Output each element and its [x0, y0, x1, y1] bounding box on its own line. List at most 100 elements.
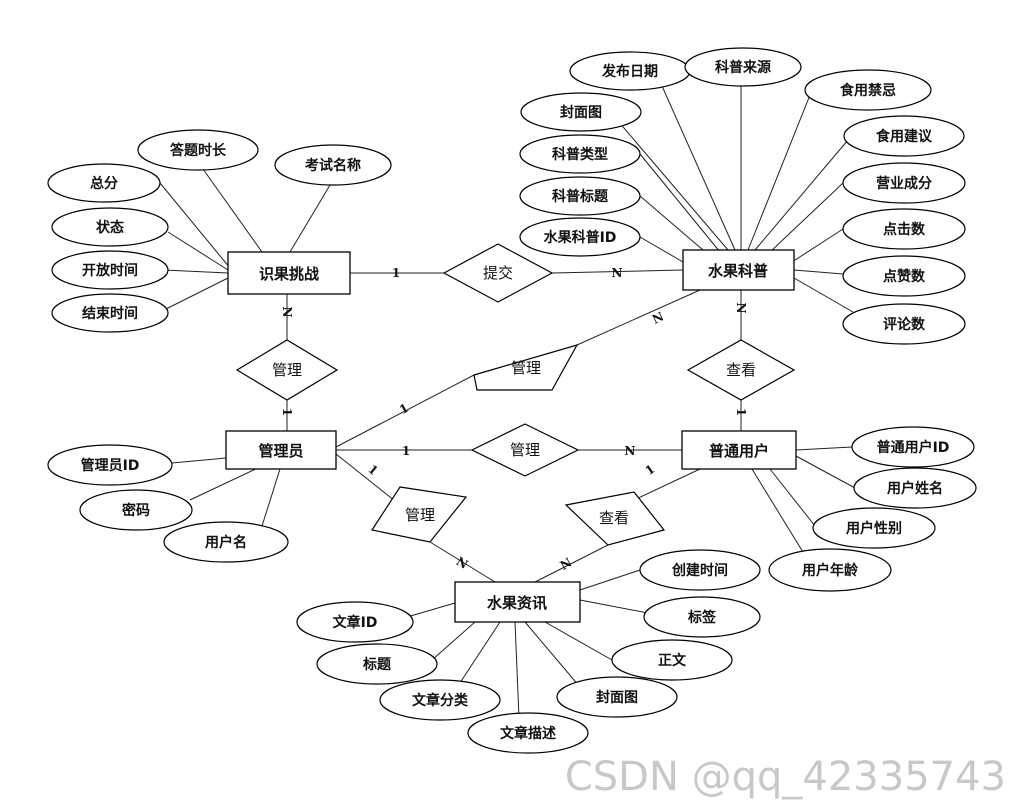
rel-manage-challenge-label: 管理 — [272, 361, 302, 379]
attr-create-time[interactable]: 创建时间 — [639, 549, 761, 591]
attr-title-label: 标题 — [362, 656, 392, 673]
rel-view-science[interactable]: 查看 — [686, 339, 796, 401]
entity-fruit-science[interactable]: 水果科普 — [682, 249, 795, 291]
attr-cover-image-science-label: 封面图 — [560, 104, 602, 121]
card-view-news-end: N — [558, 555, 575, 573]
card-manage-user-end: N — [625, 444, 636, 458]
entity-fruit-news-label: 水果资讯 — [487, 594, 547, 612]
entity-user-label: 普通用户 — [709, 442, 769, 460]
rel-manage-science-label: 管理 — [511, 359, 541, 377]
attr-food-taboo-label: 食用禁忌 — [840, 82, 896, 99]
attr-end-time[interactable]: 结束时间 — [51, 293, 169, 333]
attr-user-name[interactable]: 用户姓名 — [853, 467, 977, 509]
attr-user-age[interactable]: 用户年龄 — [768, 548, 892, 592]
attr-admin-id[interactable]: 管理员ID — [47, 444, 173, 486]
card-admin-manage-user: 1 — [402, 444, 410, 458]
entity-admin[interactable]: 管理员 — [225, 430, 337, 470]
card-manage-news-end: N — [454, 554, 471, 572]
attr-cover-image-news-label: 封面图 — [596, 689, 638, 706]
attr-admin-id-label: 管理员ID — [81, 457, 140, 474]
rel-manage-user-label: 管理 — [510, 441, 540, 459]
attr-tag[interactable]: 标签 — [643, 596, 761, 638]
attr-exam-name-label: 考试名称 — [305, 157, 361, 174]
attr-article-id[interactable]: 文章ID — [296, 601, 414, 643]
attr-science-type[interactable]: 科普类型 — [519, 134, 641, 174]
attr-science-title-label: 科普标题 — [552, 188, 609, 205]
attr-user-id-label: 普通用户ID — [877, 439, 950, 456]
attr-comment-count-label: 评论数 — [883, 316, 926, 333]
attr-click-count[interactable]: 点击数 — [842, 208, 966, 250]
attr-science-id[interactable]: 水果科普ID — [519, 217, 641, 257]
rel-view-news[interactable]: 查看 — [564, 491, 666, 546]
card-science-view: N — [734, 303, 748, 314]
entity-challenge-label: 识果挑战 — [259, 265, 319, 283]
attr-food-advice-label: 食用建议 — [876, 128, 933, 145]
rel-view-science-label: 查看 — [726, 361, 756, 379]
attr-article-desc-label: 文章描述 — [500, 725, 556, 742]
attr-nutrition[interactable]: 营业成分 — [842, 162, 966, 204]
card-submit-science: N — [612, 266, 623, 280]
attr-cover-image-science[interactable]: 封面图 — [520, 92, 642, 132]
entity-fruit-news[interactable]: 水果资讯 — [454, 581, 581, 623]
card-challenge-submit: 1 — [392, 266, 400, 280]
rel-manage-science[interactable]: 管理 — [473, 344, 579, 391]
attr-science-source-label: 科普来源 — [715, 59, 771, 76]
attr-article-id-label: 文章ID — [333, 614, 378, 631]
card-challenge-manage: N — [280, 307, 294, 318]
entity-challenge[interactable]: 识果挑战 — [227, 251, 351, 295]
attr-user-gender[interactable]: 用户性别 — [812, 507, 936, 549]
attr-click-count-label: 点击数 — [883, 221, 926, 238]
attr-science-type-label: 科普类型 — [552, 146, 608, 163]
entity-user[interactable]: 普通用户 — [681, 430, 797, 470]
attr-body[interactable]: 正文 — [611, 639, 733, 681]
attr-publish-date[interactable]: 发布日期 — [569, 51, 691, 91]
attr-user-age-label: 用户年龄 — [802, 562, 859, 579]
attr-status-label: 状态 — [96, 219, 124, 236]
attr-answer-duration[interactable]: 答题时长 — [137, 129, 259, 171]
attr-open-time[interactable]: 开放时间 — [51, 250, 169, 290]
attr-exam-name[interactable]: 考试名称 — [274, 144, 392, 186]
attr-create-time-label: 创建时间 — [671, 562, 728, 579]
rel-manage-news[interactable]: 管理 — [371, 486, 468, 543]
attr-total-score[interactable]: 总分 — [47, 163, 161, 203]
cardinality-labels: 1 N N 1 1 N N 1 1 N 1 N 1 N — [280, 266, 748, 573]
entity-admin-label: 管理员 — [258, 442, 303, 460]
rel-manage-challenge[interactable]: 管理 — [235, 339, 339, 401]
card-manage-science-end: N — [650, 309, 666, 326]
rel-manage-user[interactable]: 管理 — [470, 423, 580, 477]
rel-submit-label: 提交 — [483, 264, 513, 282]
attr-status[interactable]: 状态 — [51, 207, 169, 247]
attr-food-taboo[interactable]: 食用禁忌 — [804, 69, 932, 111]
attr-article-desc[interactable]: 文章描述 — [467, 712, 589, 754]
attr-nutrition-label: 营业成分 — [876, 175, 932, 192]
attr-article-category[interactable]: 文章分类 — [379, 679, 501, 721]
attr-tag-label: 标签 — [687, 609, 717, 626]
attr-article-category-label: 文章分类 — [412, 692, 469, 709]
attr-food-advice[interactable]: 食用建议 — [843, 115, 965, 157]
attr-science-id-label: 水果科普ID — [544, 229, 617, 246]
attr-science-title[interactable]: 科普标题 — [519, 176, 641, 216]
rel-manage-news-label: 管理 — [405, 506, 435, 524]
attr-user-gender-label: 用户性别 — [846, 520, 902, 537]
rel-submit[interactable]: 提交 — [442, 243, 554, 303]
attr-science-source[interactable]: 科普来源 — [684, 47, 802, 87]
attr-body-label: 正文 — [658, 652, 687, 669]
attr-end-time-label: 结束时间 — [82, 305, 138, 322]
attr-total-score-label: 总分 — [90, 175, 118, 192]
attr-cover-image-news[interactable]: 封面图 — [556, 676, 678, 718]
connector-lines — [159, 85, 856, 719]
attr-comment-count[interactable]: 评论数 — [842, 303, 966, 345]
attr-username[interactable]: 用户名 — [163, 521, 289, 563]
card-manage-admin: 1 — [280, 408, 294, 416]
attr-password[interactable]: 密码 — [79, 489, 193, 531]
attr-like-count[interactable]: 点赞数 — [842, 255, 966, 297]
attr-user-name-label: 用户姓名 — [887, 480, 943, 497]
attr-open-time-label: 开放时间 — [82, 262, 138, 279]
entity-fruit-science-label: 水果科普 — [708, 262, 768, 280]
watermark-text: CSDN @qq_42335743 — [565, 754, 1006, 800]
card-user-view-news: 1 — [643, 462, 658, 478]
attr-title[interactable]: 标题 — [316, 643, 438, 685]
attr-username-label: 用户名 — [205, 534, 247, 551]
attr-user-id[interactable]: 普通用户ID — [851, 426, 975, 468]
